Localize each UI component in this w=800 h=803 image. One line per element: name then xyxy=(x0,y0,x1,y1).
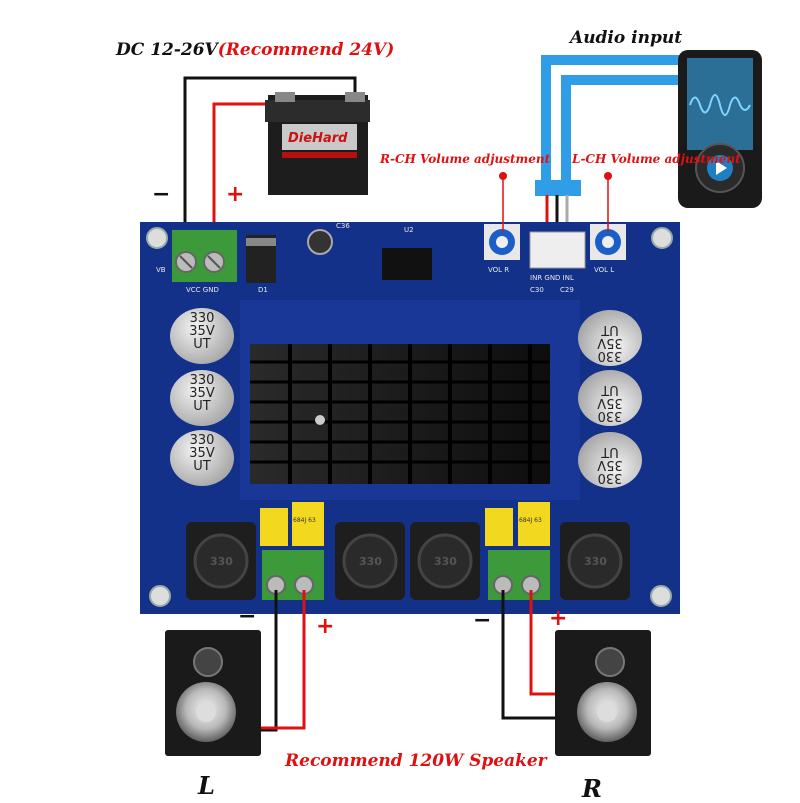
silk-u2: U2 xyxy=(404,226,414,234)
cap-voltage: 35V xyxy=(189,446,215,461)
silk-vol-r: VOL R xyxy=(488,266,509,274)
right-channel-label: R xyxy=(582,774,602,803)
silk-vcc-gnd: VCC GND xyxy=(186,286,219,294)
left-plus-sign: + xyxy=(316,614,335,639)
cap-series: UT xyxy=(193,399,211,414)
silk-c29: C29 xyxy=(560,286,574,294)
cap-voltage: 35V xyxy=(597,395,623,410)
power-minus-sign: − xyxy=(152,182,171,207)
left-speaker-icon xyxy=(165,630,261,756)
cap-voltage: 35V xyxy=(597,335,623,350)
cap-value: 330 xyxy=(597,408,623,423)
audio-cable xyxy=(535,55,690,238)
right-plus-sign: + xyxy=(549,606,568,631)
film-capacitor xyxy=(260,508,288,546)
silk-c36: C36 xyxy=(336,222,350,230)
film-capacitor xyxy=(292,502,324,546)
film-capacitor xyxy=(485,508,513,546)
left-channel-label: L xyxy=(198,771,215,800)
cap-value: 330 xyxy=(189,433,215,448)
cap-series: UT xyxy=(601,444,619,459)
cap-series: UT xyxy=(193,337,211,352)
inductor-label: 330 xyxy=(584,555,607,568)
silk-vb: VB xyxy=(156,266,166,274)
audio-player-icon xyxy=(678,50,762,208)
audio-input-label: Audio input xyxy=(570,28,683,48)
dc-recommend: (Recommend 24V) xyxy=(217,40,395,60)
right-positive-wire xyxy=(529,590,556,696)
right-negative-wire xyxy=(501,590,556,720)
left-minus-sign: − xyxy=(238,604,257,629)
cap-value: 330 xyxy=(597,348,623,363)
volume-r-potentiometer xyxy=(484,224,520,260)
cap-value: 330 xyxy=(189,373,215,388)
cap-series: UT xyxy=(601,322,619,337)
power-terminal xyxy=(172,230,237,282)
capacitor: 330 35V UT xyxy=(170,308,234,364)
film-cap-label: 684J 63 xyxy=(519,517,542,524)
battery-brand: DieHard xyxy=(288,131,348,146)
power-plus-sign: + xyxy=(226,182,245,207)
r-ch-pointer xyxy=(499,172,507,232)
power-positive-wire xyxy=(212,102,268,255)
cap-voltage: 35V xyxy=(189,324,215,339)
cap-voltage: 35V xyxy=(597,457,623,472)
film-capacitor xyxy=(518,502,550,546)
inductor-label: 330 xyxy=(434,555,457,568)
silk-d1: D1 xyxy=(258,286,268,294)
inductor-label: 330 xyxy=(359,555,382,568)
right-minus-sign: − xyxy=(473,608,492,633)
r-ch-volume-label: R-CH Volume adjustment xyxy=(380,152,551,166)
amplifier-board xyxy=(140,222,680,614)
capacitor: 330 35V UT xyxy=(170,370,234,426)
cap-value: 330 xyxy=(189,311,215,326)
left-speaker-terminal xyxy=(262,550,324,600)
dc-range: DC 12-26V xyxy=(116,40,218,60)
cap-voltage: 35V xyxy=(189,386,215,401)
cap-value: 330 xyxy=(597,470,623,485)
capacitor: 330 35V UT xyxy=(578,432,642,488)
silk-c30: C30 xyxy=(530,286,544,294)
inductor-label: 330 xyxy=(210,555,233,568)
heatsink xyxy=(250,344,550,484)
cap-series: UT xyxy=(193,459,211,474)
speaker-recommend-label: Recommend 120W Speaker xyxy=(285,751,547,771)
volume-l-potentiometer xyxy=(590,224,626,260)
film-cap-label: 684J 63 xyxy=(293,517,316,524)
silk-inr-gnd-inl: INR GND INL xyxy=(530,274,574,282)
cap-series: UT xyxy=(601,382,619,397)
silk-vol-l: VOL L xyxy=(594,266,614,274)
l-ch-pointer xyxy=(604,172,612,232)
battery-icon: DieHard xyxy=(265,92,370,195)
inductor xyxy=(186,522,256,600)
inductor xyxy=(560,522,630,600)
dc-input-label: DC 12-26V(Recommend 24V) xyxy=(116,40,394,60)
inductor xyxy=(410,522,480,600)
right-speaker-terminal xyxy=(488,550,550,600)
capacitor: 330 35V UT xyxy=(578,370,642,426)
capacitor: 330 35V UT xyxy=(578,310,642,366)
inductor xyxy=(335,522,405,600)
right-speaker-icon xyxy=(555,630,651,756)
left-positive-wire xyxy=(260,590,306,730)
capacitor: 330 35V UT xyxy=(170,430,234,486)
l-ch-volume-label: L-CH Volume adjustment xyxy=(572,152,741,166)
